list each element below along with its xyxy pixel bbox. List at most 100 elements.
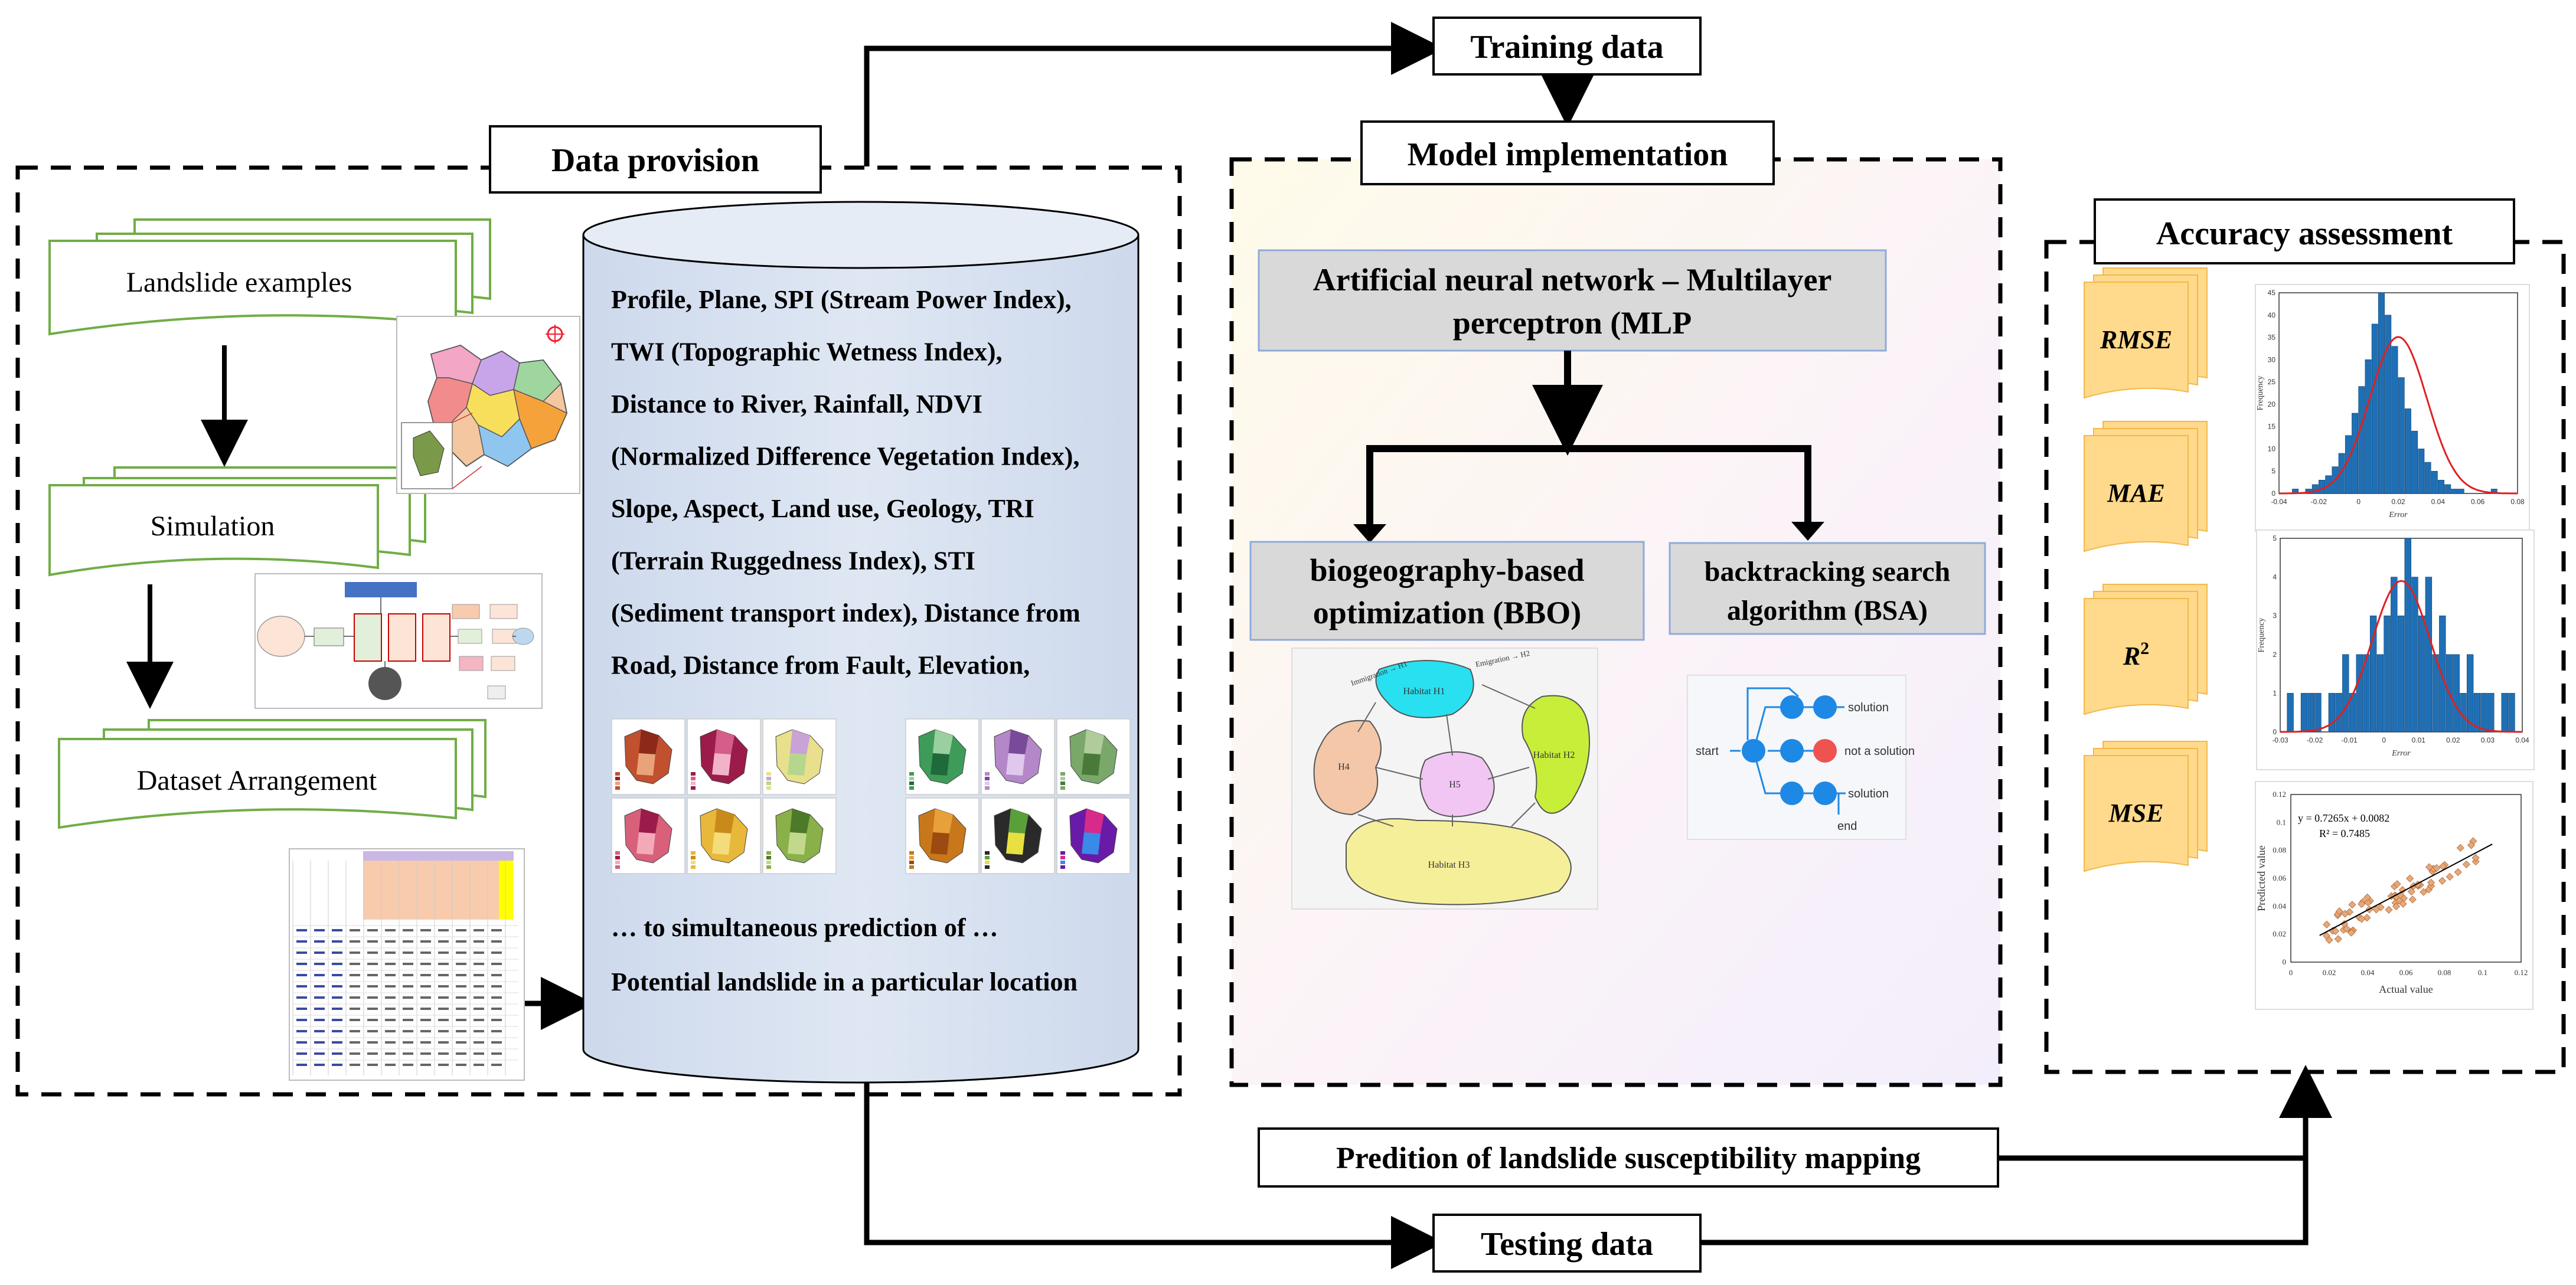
x-tick-label: 0.04 bbox=[2431, 498, 2446, 506]
scatter-point bbox=[2363, 893, 2372, 902]
histogram-bar bbox=[2411, 430, 2418, 494]
histogram-bar bbox=[2501, 693, 2508, 733]
title-data-provision: Data provision bbox=[551, 142, 759, 179]
ann-line-1: Artificial neural network – Multilayer bbox=[1313, 262, 1832, 297]
histogram-bar bbox=[2453, 654, 2460, 733]
x-tick-label: -0.02 bbox=[2311, 498, 2327, 506]
title-accuracy-assessment: Accuracy assessment bbox=[2156, 215, 2453, 252]
histogram-bar bbox=[2378, 292, 2385, 494]
x-tick-label: 0.08 bbox=[2438, 968, 2451, 977]
histogram-bar bbox=[2338, 453, 2345, 494]
histogram-bar bbox=[2391, 577, 2398, 733]
y-tick-label: 0 bbox=[2283, 957, 2287, 966]
histogram-bar bbox=[2444, 484, 2451, 494]
scatter-point bbox=[2347, 928, 2355, 937]
x-tick-label: 0.1 bbox=[2478, 968, 2487, 977]
y-tick-label: 2 bbox=[2273, 650, 2277, 659]
bsa-branch-not-solution: not a solution bbox=[1844, 745, 1915, 758]
y-tick-label: 25 bbox=[2268, 378, 2276, 386]
scatter-point bbox=[2408, 895, 2417, 904]
histogram-bar bbox=[2384, 615, 2391, 733]
scatter-point bbox=[2471, 854, 2480, 862]
scatter-point bbox=[2446, 872, 2454, 881]
scatter-point bbox=[2456, 843, 2464, 852]
doc-label-simulation: Simulation bbox=[151, 511, 275, 542]
factors-cylinder: Profile, Plane, SPI (Stream Power Index)… bbox=[582, 201, 1140, 1084]
bbo-habitat-diagram: Habitat H1 Habitat H2 Habitat H3 H4 H5 I… bbox=[1291, 648, 1598, 910]
histogram-bar bbox=[2457, 489, 2464, 494]
model-implementation-panel: Artificial neural network – Multilayer p… bbox=[1229, 120, 2003, 1087]
bsa-start-label: start bbox=[1696, 745, 1719, 758]
histogram-bar bbox=[2438, 480, 2444, 494]
histogram-bar bbox=[2319, 480, 2325, 494]
scatter-point bbox=[2323, 920, 2331, 928]
scatter-point bbox=[2385, 905, 2393, 914]
histogram-bar bbox=[2424, 462, 2431, 494]
y-tick-label: 35 bbox=[2268, 333, 2276, 342]
scatter-point bbox=[2425, 863, 2434, 871]
factor-line: (Normalized Difference Vegetation Index)… bbox=[611, 442, 1079, 471]
scatter-point bbox=[2334, 935, 2342, 943]
y-tick-label: 45 bbox=[2268, 289, 2276, 297]
x-tick-label: -0.02 bbox=[2307, 736, 2323, 744]
habitat-label-h5: H5 bbox=[1449, 780, 1461, 790]
x-tick-label: 0.03 bbox=[2481, 736, 2495, 744]
y-tick-label: 0 bbox=[2271, 489, 2275, 498]
scatter-point bbox=[2406, 874, 2414, 882]
x-axis-label: Error bbox=[2388, 511, 2408, 519]
x-tick-label: -0.04 bbox=[2271, 498, 2287, 506]
training-data-label: Training data bbox=[1470, 29, 1663, 66]
scatter-point bbox=[2393, 880, 2401, 888]
histogram-bar bbox=[2363, 654, 2370, 733]
histogram-bar bbox=[2398, 377, 2405, 494]
scatter-point bbox=[2399, 900, 2407, 908]
histogram-bar bbox=[2342, 654, 2349, 733]
y-tick-label: 0.08 bbox=[2273, 846, 2286, 855]
factor-maps-right-grid bbox=[905, 718, 1131, 874]
x-tick-label: 0.06 bbox=[2399, 968, 2413, 977]
y-tick-label: 20 bbox=[2268, 400, 2276, 408]
doc-landslide-examples: Landslide examples bbox=[48, 218, 491, 336]
y-tick-label: 3 bbox=[2273, 612, 2277, 620]
histogram-bar bbox=[2385, 315, 2392, 494]
x-tick-label: -0.01 bbox=[2341, 736, 2358, 744]
factor-line: Distance to River, Rainfall, NDVI bbox=[611, 390, 982, 418]
metric-label: RMSE bbox=[2100, 325, 2172, 354]
prediction-box: Predition of landslide susceptibility ma… bbox=[1258, 1127, 1999, 1188]
y-axis-label: Predicted value bbox=[2255, 845, 2267, 911]
y-tick-label: 0.12 bbox=[2273, 790, 2286, 799]
scatter-point bbox=[2363, 898, 2372, 907]
y-tick-label: 30 bbox=[2268, 355, 2276, 364]
histogram-bar bbox=[2480, 693, 2487, 733]
histogram-bar bbox=[2287, 693, 2294, 733]
scatter-point bbox=[2376, 903, 2385, 911]
scatter-point bbox=[2363, 914, 2371, 922]
simulation-flowchart-thumbnail bbox=[254, 573, 543, 709]
scatter-point bbox=[2427, 878, 2435, 887]
histogram-bar bbox=[2418, 449, 2425, 494]
histogram-bar bbox=[2418, 615, 2425, 733]
title-model-implementation: Model implementation bbox=[1408, 136, 1728, 173]
scatter-point bbox=[2454, 868, 2462, 877]
factor-line: (Sediment transport index), Distance fro… bbox=[611, 599, 1080, 627]
bsa-branch-solution-1: solution bbox=[1848, 701, 1889, 714]
metric-doc-page bbox=[2084, 598, 2189, 715]
histogram-bar bbox=[2397, 615, 2405, 733]
scatter-point bbox=[2420, 888, 2428, 896]
histogram-bar bbox=[2300, 693, 2308, 733]
dataset-table-thumbnail bbox=[289, 848, 525, 1081]
y-tick-label: 0 bbox=[2273, 728, 2277, 736]
scatter-point bbox=[2335, 907, 2343, 915]
histogram-bar bbox=[2451, 489, 2458, 494]
prediction-line-2: Potential landslide in a particular loca… bbox=[611, 967, 1078, 996]
habitat-label-h1: Habitat H1 bbox=[1403, 686, 1445, 697]
histogram-bar bbox=[2404, 408, 2411, 494]
arrow-to-training bbox=[864, 22, 1444, 166]
histogram-bar bbox=[2411, 577, 2418, 733]
normal-fit-curve bbox=[2280, 580, 2523, 733]
histogram-bar bbox=[2307, 693, 2314, 733]
bbo-line-1: biogeography-based bbox=[1310, 552, 1584, 588]
histogram-bar bbox=[2356, 654, 2363, 733]
